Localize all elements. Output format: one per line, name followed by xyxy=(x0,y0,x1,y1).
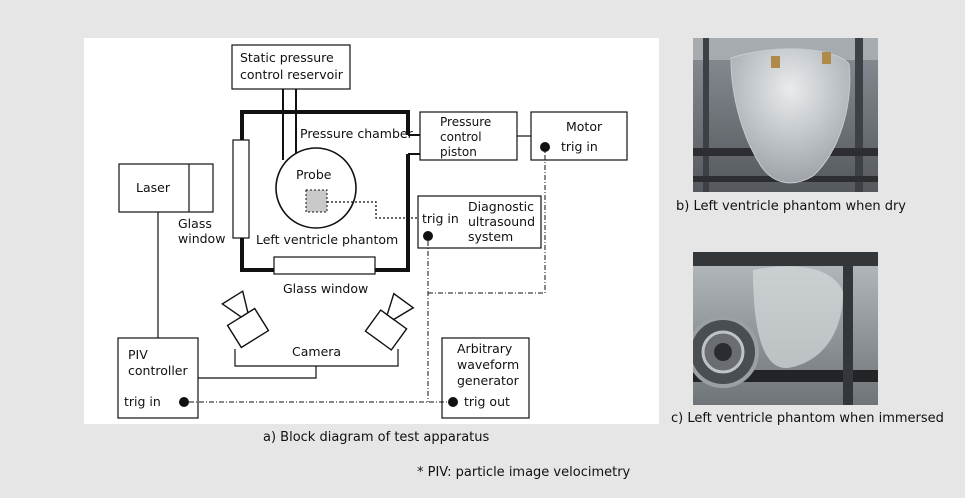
glass-window-bottom xyxy=(273,256,376,275)
diagnostic-label-3: system xyxy=(468,229,513,244)
camera-piv-link xyxy=(198,366,317,379)
waveform-label-2: waveform xyxy=(457,357,519,372)
glass-window-side-label-1: Glass xyxy=(178,216,212,231)
caption-c: c) Left ventricle phantom when immersed xyxy=(671,411,944,426)
piv-controller-label-1: PIV xyxy=(128,347,148,362)
diagnostic-label-2: ultrasound xyxy=(468,214,535,229)
motor-box xyxy=(530,111,628,161)
pressure-piston-box xyxy=(419,111,518,161)
left-ventricle-phantom-label: Left ventricle phantom xyxy=(256,232,398,247)
motor-label: Motor xyxy=(566,119,603,134)
glass-window-side-label-2: window xyxy=(178,231,225,246)
diagnostic-box xyxy=(417,195,542,249)
probe xyxy=(305,189,328,213)
caption-b: b) Left ventricle phantom when dry xyxy=(676,199,906,214)
diagnostic-trig-label: trig in xyxy=(422,211,459,226)
pressure-piston-label-3: piston xyxy=(440,145,477,159)
piv-controller-label-2: controller xyxy=(128,363,188,378)
piv-trig-port xyxy=(179,397,189,407)
waveform-label-3: generator xyxy=(457,373,520,388)
static-reservoir-label-2: control reservoir xyxy=(240,67,344,82)
left-ventricle-phantom xyxy=(275,147,357,229)
glass-window-bottom-label: Glass window xyxy=(283,281,368,296)
photo-immersed-phantom xyxy=(693,252,878,405)
footnote: * PIV: particle image velocimetry xyxy=(417,465,631,480)
laser-label: Laser xyxy=(136,180,171,195)
waveform-label-1: Arbitrary xyxy=(457,341,513,356)
waveform-trig-label: trig out xyxy=(464,394,510,409)
laser-box xyxy=(118,163,214,213)
pressure-chamber-label: Pressure chamber xyxy=(300,126,414,141)
glass-window-side xyxy=(232,139,250,239)
probe-label: Probe xyxy=(296,167,332,182)
pressure-piston-label-1: Pressure xyxy=(440,115,491,129)
caption-a: a) Block diagram of test apparatus xyxy=(263,430,490,445)
trigger-line-motor xyxy=(428,152,546,294)
probe-cable xyxy=(327,201,418,219)
trigger-lines xyxy=(189,152,546,403)
phantom-shape-immersed xyxy=(753,266,843,369)
static-reservoir-box xyxy=(231,44,351,90)
waveform-trig-port xyxy=(448,397,458,407)
pressure-piston-label-2: control xyxy=(440,130,482,144)
motor-trig-label: trig in xyxy=(561,139,598,154)
static-reservoir-label-1: Static pressure xyxy=(240,50,334,65)
photo-dry-phantom xyxy=(693,38,878,192)
piv-trig-label: trig in xyxy=(124,394,161,409)
phantom-shape-dry xyxy=(730,48,851,184)
motor-trig-port xyxy=(540,142,550,152)
camera-right xyxy=(364,292,415,351)
diagnostic-trig-port xyxy=(423,231,433,241)
camera-label: Camera xyxy=(292,344,341,359)
diagnostic-label-1: Diagnostic xyxy=(468,199,534,214)
camera-left xyxy=(221,290,270,349)
